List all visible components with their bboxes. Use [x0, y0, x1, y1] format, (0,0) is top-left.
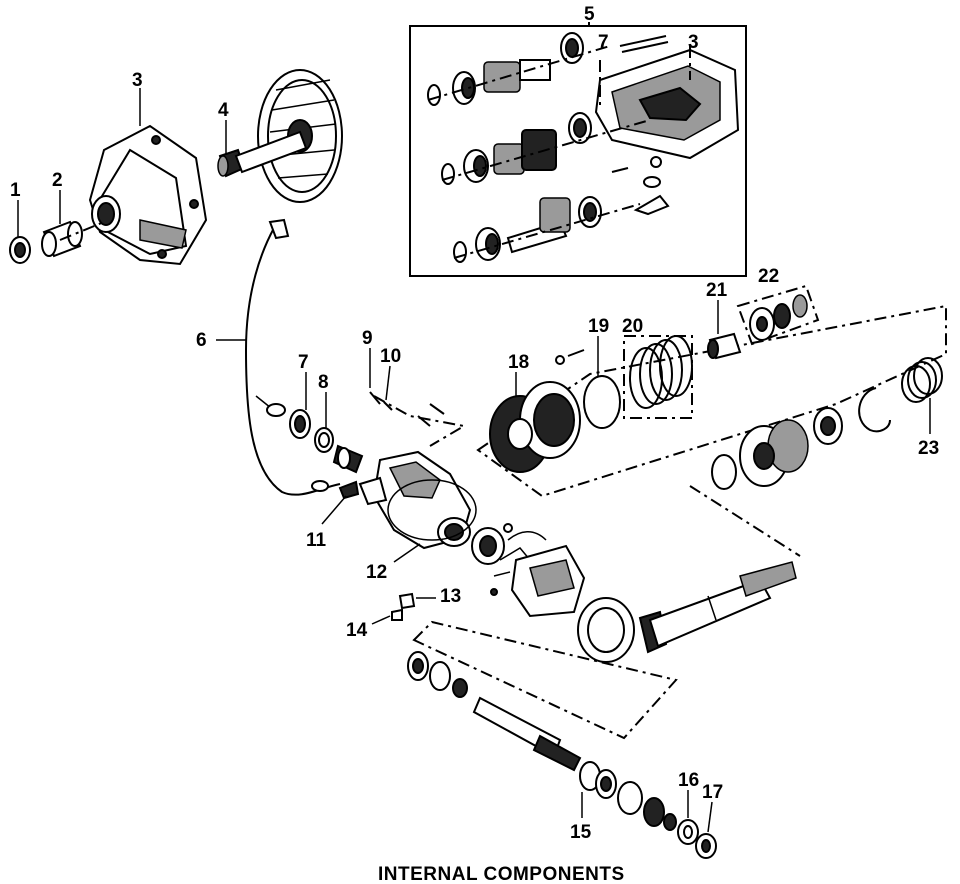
lower-shaft-assembly: 15 16 17	[407, 620, 723, 859]
callout-7: 7	[298, 352, 309, 373]
inset-gear-assembly: 7 3	[409, 22, 747, 277]
diagram-caption: INTERNAL COMPONENTS	[378, 864, 625, 884]
part-23-spring	[901, 357, 943, 403]
callout-3: 3	[132, 70, 143, 91]
planetary-set	[711, 387, 891, 490]
inset-case-housing	[594, 35, 740, 216]
part-13-clip	[398, 592, 416, 610]
differential-assembly	[471, 523, 797, 663]
part-1-nut	[9, 236, 31, 264]
part-21-bushing	[707, 332, 742, 360]
front-pump-assembly: 1 2 3 4	[9, 69, 343, 266]
callout-11: 11	[306, 530, 327, 551]
callout-8: 8	[318, 372, 329, 393]
inset-frame	[409, 25, 747, 277]
callout-23: 23	[918, 438, 939, 459]
part-16-washer	[677, 819, 699, 845]
callout-9: 9	[362, 328, 373, 349]
part-20-clutch-plates	[623, 335, 693, 419]
callout-4: 4	[218, 100, 229, 121]
part-22-bearing-set	[736, 284, 820, 346]
callout-21: 21	[706, 280, 728, 301]
part-14-pin	[391, 608, 403, 621]
callout-1: 1	[10, 180, 21, 201]
inset-callout-3: 3	[688, 32, 699, 53]
small-parts-7-11: 7 8 9 10 11	[255, 328, 467, 551]
callout-16: 16	[678, 770, 699, 791]
inset-shaft-middle	[441, 112, 592, 185]
part-12-extension-housing	[358, 450, 477, 550]
part-11-sensor	[332, 444, 364, 500]
callout-13: 13	[440, 586, 461, 607]
callout-20: 20	[622, 316, 643, 337]
part-8-seal	[314, 427, 334, 453]
callout-19: 19	[588, 316, 609, 337]
clutch-group-bracket	[476, 304, 947, 498]
callout-2: 2	[52, 170, 63, 191]
part-19-snap-ring	[583, 375, 621, 429]
part-18-clutch-drum	[489, 381, 581, 473]
inset-shaft-upper	[427, 32, 584, 106]
part-10-bolt	[383, 401, 393, 411]
part-9-bolt	[369, 391, 381, 405]
inset-shaft-lower	[453, 196, 602, 263]
output-shaft	[648, 578, 772, 648]
callout-5: 5	[584, 4, 595, 25]
lower-shaft-bracket	[412, 620, 678, 740]
part-3-housing	[88, 124, 208, 266]
callout-6: 6	[196, 330, 207, 351]
part-17-nut	[695, 833, 717, 859]
ring-gear	[577, 597, 635, 663]
pump-stator	[234, 69, 343, 203]
callout-17: 17	[702, 782, 723, 803]
clutch-group: 18 19 20 21 22	[476, 266, 947, 557]
part-6-wiring-harness	[244, 218, 341, 496]
callout-15: 15	[570, 822, 592, 843]
callout-22: 22	[758, 266, 779, 287]
callout-14: 14	[346, 620, 368, 641]
part-4-sleeve	[217, 148, 246, 178]
inset-callout-7: 7	[598, 32, 609, 53]
callout-18: 18	[508, 352, 529, 373]
callout-12: 12	[366, 562, 387, 583]
callout-10: 10	[380, 346, 401, 367]
